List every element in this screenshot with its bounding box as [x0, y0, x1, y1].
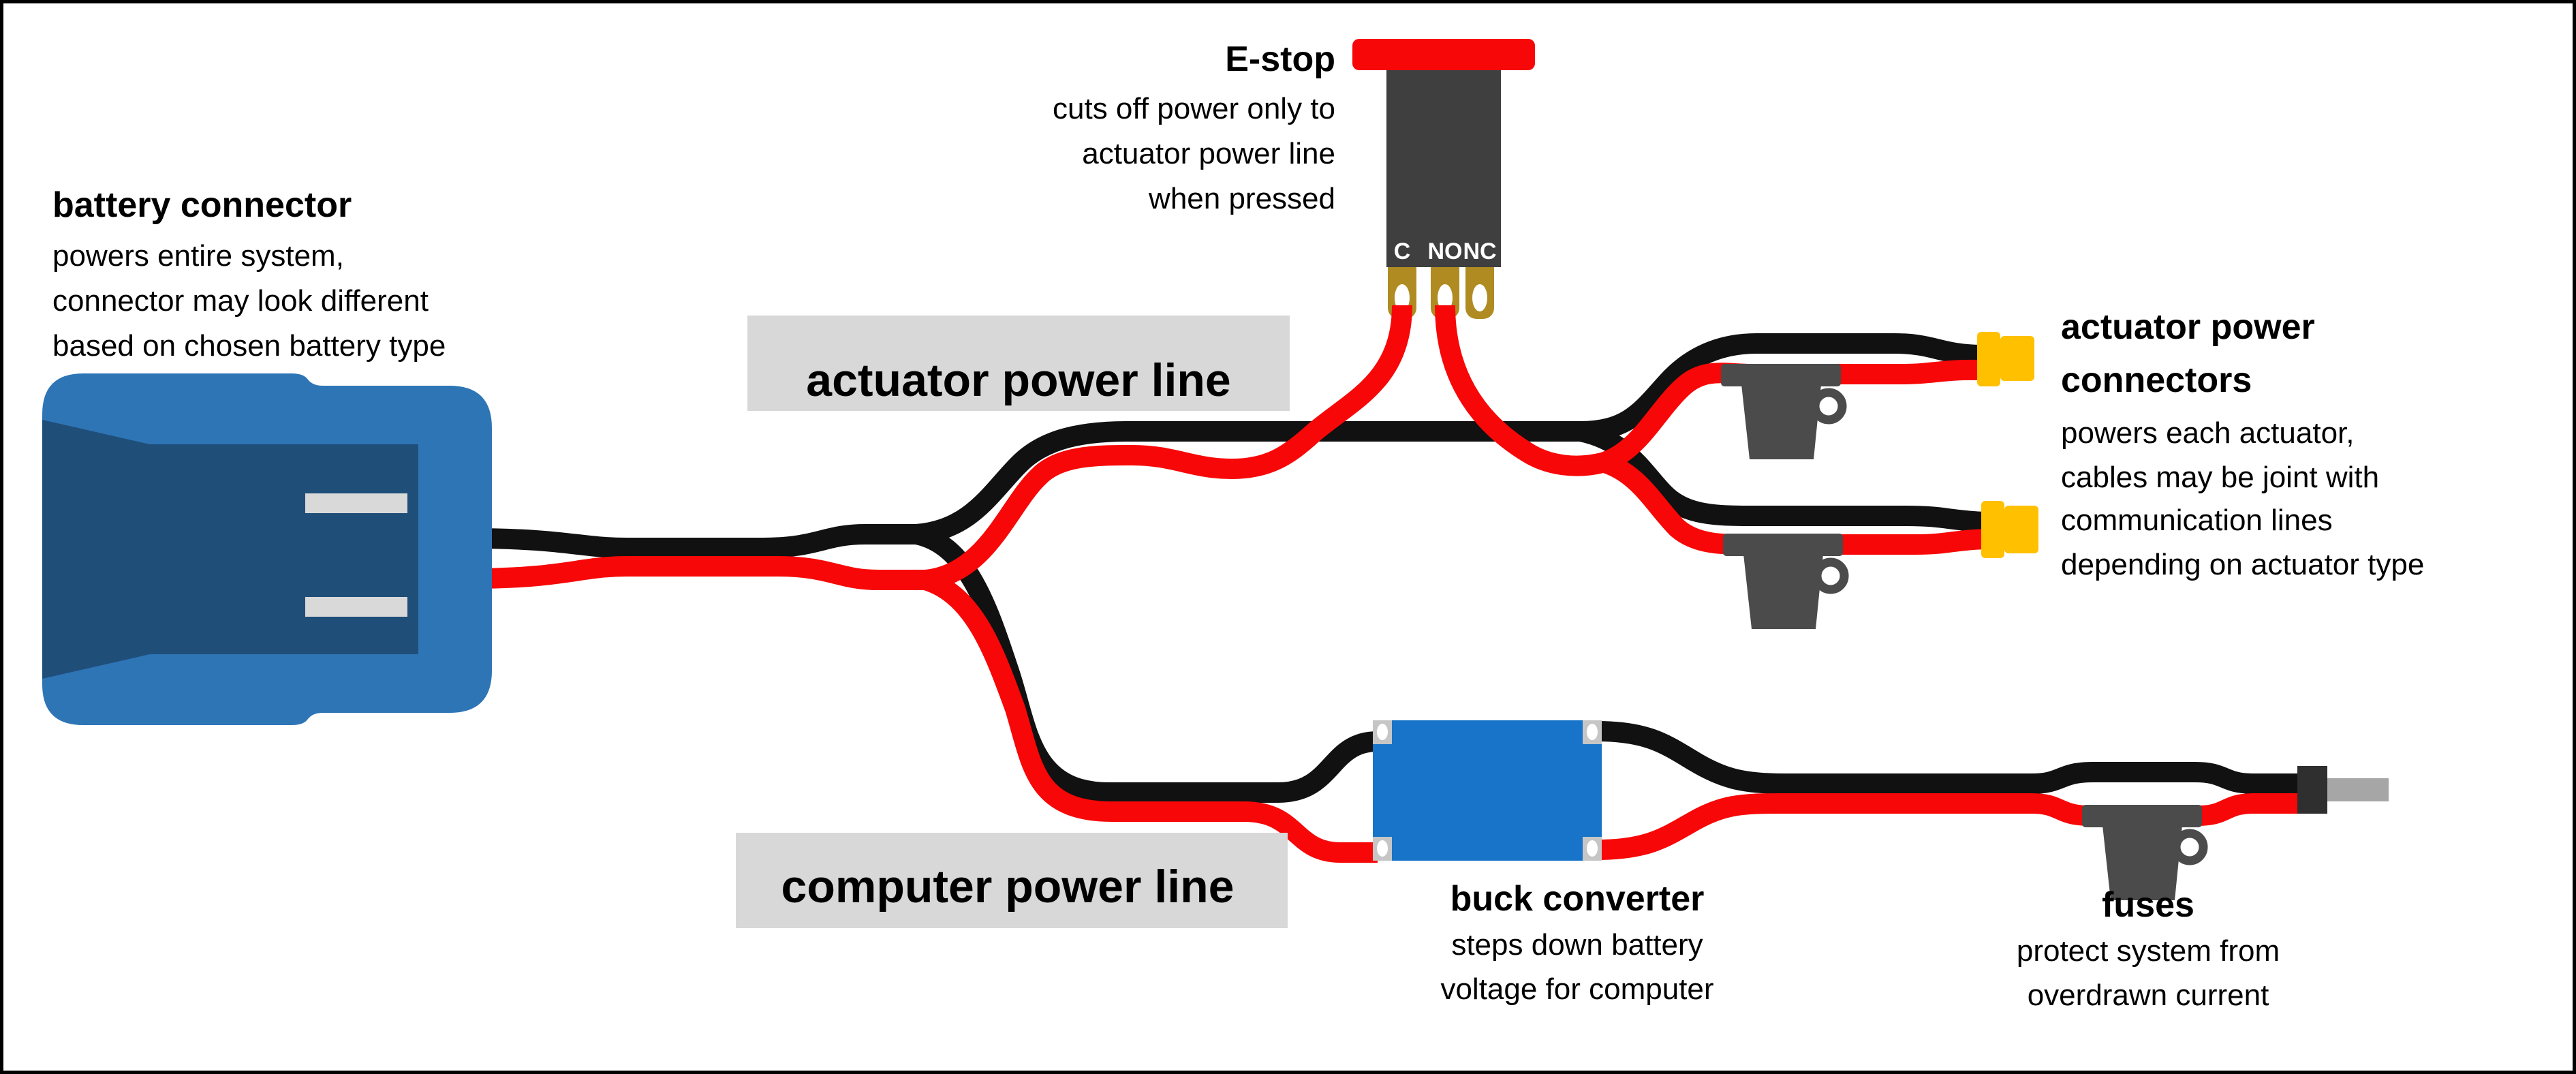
buck-text: buck converter steps down battery voltag…	[1440, 879, 1713, 1006]
computer-power-line-label: computer power line	[781, 861, 1235, 912]
buck-desc-line: steps down battery	[1451, 928, 1703, 962]
estop: C NO NC	[1352, 39, 1535, 267]
battery-connector	[42, 373, 492, 725]
estop-desc-line: actuator power line	[1082, 137, 1335, 170]
battery-text: battery connector powers entire system, …	[52, 185, 446, 363]
actuator-connector-upper	[1977, 332, 2034, 386]
terminal-hole	[1395, 284, 1410, 311]
terminal-hole	[1438, 284, 1453, 311]
fuses-title: fuses	[2102, 885, 2194, 925]
fuse-cap	[1721, 364, 1841, 386]
fuse-lower-actuator	[1723, 534, 1849, 629]
fuse-cap	[2082, 805, 2202, 827]
estop-desc-line: when pressed	[1148, 182, 1335, 215]
label-box	[736, 833, 1288, 928]
battery-title: battery connector	[52, 185, 352, 225]
estop-body	[1386, 68, 1501, 267]
connector-tab	[1977, 332, 2000, 386]
fuse-body	[1741, 384, 1821, 459]
estop-title: E-stop	[1225, 40, 1335, 79]
actuator-connectors-desc-line: depending on actuator type	[2061, 548, 2424, 581]
fuse-ring	[2171, 829, 2208, 865]
actuator-power-line-label: actuator power line	[806, 354, 1230, 406]
battery-pin	[305, 597, 407, 617]
label-box	[747, 316, 1290, 411]
buck-screw-hole	[1587, 840, 1598, 857]
line-label-actuator: actuator power line	[747, 316, 1290, 411]
connector-tab	[1981, 501, 2004, 558]
actuator-connectors-text: actuator power connectors powers each ac…	[2061, 307, 2424, 581]
battery-pin	[305, 493, 407, 513]
actuator-connectors-desc-line: communication lines	[2061, 504, 2333, 537]
red-wires	[468, 305, 2303, 863]
wire-red-estop-no-to-upper-actuator	[1435, 305, 1982, 476]
estop-text: E-stop cuts off power only to actuator p…	[1053, 40, 1335, 215]
line-label-computer: computer power line	[736, 833, 1288, 928]
estop-desc-line: cuts off power only to	[1053, 92, 1335, 125]
wire-red-buck-to-plug	[1596, 793, 2303, 860]
fuse-body	[2102, 825, 2182, 900]
battery-desc-line: powers entire system,	[52, 239, 344, 273]
wire-black-buck-to-plug	[1596, 721, 2303, 794]
actuator-connectors-desc-line: powers each actuator,	[2061, 416, 2354, 450]
estop-terminal-label-no: NO	[1428, 239, 1463, 264]
estop-button-cap	[1352, 39, 1535, 70]
fuses-desc-line: overdrawn current	[2028, 979, 2269, 1012]
estop-terminals	[1388, 258, 1494, 319]
buck-title: buck converter	[1450, 879, 1705, 919]
fuse-ring	[1812, 557, 1849, 594]
fuse-ring	[1810, 388, 1847, 425]
battery-desc-line: based on chosen battery type	[52, 329, 446, 363]
fuse-body	[1743, 554, 1823, 629]
buck-converter	[1373, 720, 1602, 861]
buck-converter-board	[1373, 720, 1602, 861]
fuse-upper-actuator	[1721, 364, 1847, 459]
actuator-connectors-title: connectors	[2061, 360, 2252, 400]
actuator-connectors-title: actuator power	[2061, 307, 2315, 347]
estop-terminal-label-c: C	[1394, 239, 1411, 264]
wire-black-battery-to-upper-actuator	[468, 333, 1982, 558]
wire-black-computer-branch	[914, 524, 1378, 803]
connector-body	[2000, 336, 2034, 381]
fuse-cap	[1723, 534, 1843, 556]
connector-body	[2004, 506, 2038, 553]
buck-screw-hole	[1377, 724, 1388, 740]
wire-red-lower-actuator-branch	[1599, 452, 1990, 555]
plug-tip	[2327, 778, 2389, 801]
actuator-connectors-desc-line: cables may be joint with	[2061, 461, 2379, 494]
estop-terminal-label-nc: NC	[1463, 239, 1496, 264]
wire-red-computer-branch	[922, 570, 1378, 863]
fuses-text: fuses protect system from overdrawn curr…	[2017, 885, 2280, 1012]
battery-desc-line: connector may look different	[52, 284, 429, 318]
battery-connector-socket	[42, 420, 418, 679]
computer-power-plug	[2297, 766, 2389, 814]
buck-screw-hole	[1377, 840, 1388, 857]
actuator-connector-lower	[1981, 501, 2038, 558]
terminal-hole	[1472, 284, 1487, 311]
buck-screw-hole	[1587, 724, 1598, 740]
wire-red-battery-to-estop-c	[468, 305, 1412, 590]
fuses-desc-line: protect system from	[2017, 934, 2280, 968]
buck-desc-line: voltage for computer	[1440, 972, 1713, 1006]
fuse-computer	[2082, 805, 2208, 900]
plug-body	[2297, 766, 2327, 814]
